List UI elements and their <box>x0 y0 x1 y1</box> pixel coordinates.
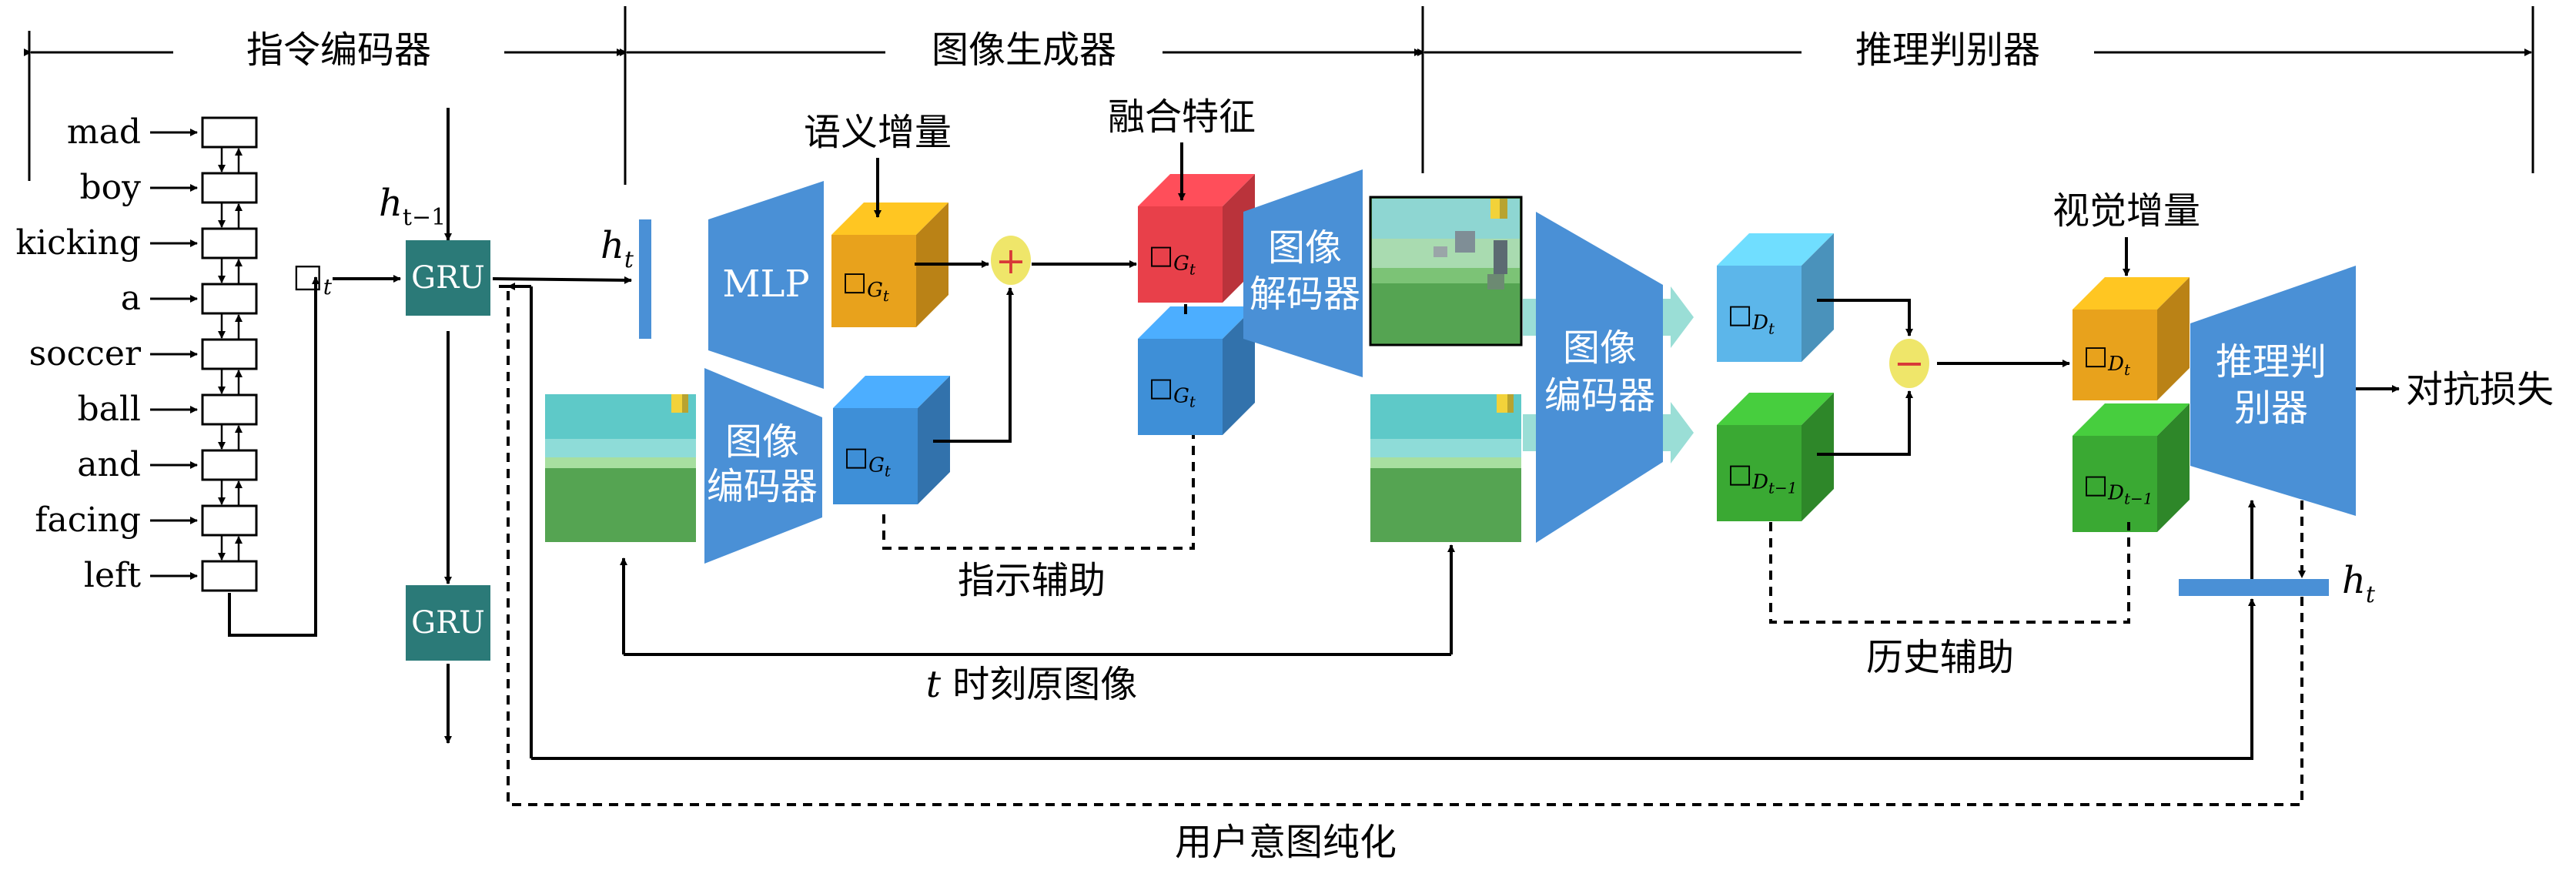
gen-ht-label: ht <box>601 224 634 273</box>
word-token: soccer <box>29 334 142 373</box>
semantic-increment-label: 语义增量 <box>804 111 952 154</box>
cube-disc-dtprev: □Dt−1 <box>1717 393 1834 521</box>
solid-feedback-line <box>531 598 2256 760</box>
reasoner-l2: 别器 <box>2234 387 2308 430</box>
minus-operator <box>1889 339 1929 388</box>
word-token: left <box>84 556 141 595</box>
disc-ht-vector <box>2179 579 2329 596</box>
fusion-feature-label: 融合特征 <box>1108 95 1256 139</box>
section-title-encoder: 指令编码器 <box>246 28 431 72</box>
cube-fusion-below-label: □Gt <box>1149 373 1196 411</box>
word-token: a <box>121 279 141 318</box>
gen-image-encoder-l2: 编码器 <box>707 465 818 508</box>
cube-visual-increment-label: □Dt <box>2083 340 2131 379</box>
gen-input-image <box>545 394 696 542</box>
rnn-cell <box>201 172 258 204</box>
cube-fusion-below: □Gt <box>1138 306 1255 435</box>
word-token: facing <box>35 500 141 540</box>
plus-symbol: + <box>995 239 1026 283</box>
adversarial-loss-label: 对抗损失 <box>2406 368 2554 411</box>
discriminator-connectors <box>1817 237 2400 583</box>
disc-image-encoder <box>1536 212 1663 543</box>
cube-visual-below: □Dt−1 <box>2073 403 2190 532</box>
word-token: and <box>77 445 141 484</box>
dtprev-to-minus <box>1817 390 1913 456</box>
rnn-cell <box>201 504 258 537</box>
generated-image <box>1369 196 1523 346</box>
word-token: ball <box>77 390 141 429</box>
rnn-cell <box>201 116 258 149</box>
disc-image-encoder-l2: 编码器 <box>1544 374 1655 417</box>
word-list: mad boy kicking a soccer ball and facing left <box>15 112 258 595</box>
instruction-aid-label: 指示辅助 <box>958 559 1106 602</box>
plus-operator <box>991 236 1031 285</box>
gru-block-top <box>406 240 490 316</box>
user-intent-label: 用户意图纯化 <box>1175 821 1397 864</box>
mlp-label: MLP <box>722 263 809 306</box>
gru-top-label: GRU <box>411 260 485 296</box>
cube-visual-below-label: □Dt−1 <box>2083 470 2153 508</box>
cube-disc-dt: □Dt <box>1717 233 1834 362</box>
disc-ht-label: ht <box>2342 559 2376 608</box>
gen-image-encoder <box>704 368 822 564</box>
word-token: mad <box>67 112 141 152</box>
rnn-cell <box>201 560 258 592</box>
gru-block-bottom <box>406 585 490 661</box>
word-token: boy <box>79 168 141 207</box>
instruction-aid-line <box>882 435 1195 550</box>
rnn-cell <box>201 393 258 426</box>
cube-gen-encoder: □Gt <box>833 376 950 504</box>
cube-visual-increment: □Dt <box>2073 277 2190 400</box>
cube-group: □Gt □Gt □Gt □Gt □Dt □Dt−1 □Dt □Dt−1 <box>831 174 2190 532</box>
history-aid-line <box>1769 522 2130 624</box>
cube-gen-encoder-label: □Gt <box>844 442 892 480</box>
rnn-cell <box>201 283 258 315</box>
section-title-generator: 图像生成器 <box>932 28 1116 72</box>
section-title-discriminator: 推理判别器 <box>1855 28 2040 72</box>
gru-to-ht-arrow <box>492 276 632 284</box>
minus-symbol: − <box>1894 342 1925 385</box>
mlp-block <box>708 181 824 389</box>
token-symbol: □t <box>293 256 333 300</box>
rnn-cell <box>201 338 258 370</box>
original-image-label: t 时刻原图像 <box>926 663 1138 706</box>
dt-to-minus <box>1817 299 1913 336</box>
gen-image-encoder-l1: 图像 <box>725 420 799 464</box>
user-intent-line <box>507 286 2303 806</box>
enc-cube-to-plus <box>933 287 1014 443</box>
gen-ht-vector <box>639 219 651 339</box>
visual-increment-label: 视觉增量 <box>2052 189 2200 233</box>
image-decoder <box>1243 169 1363 377</box>
word-token: kicking <box>15 223 141 263</box>
rnn-cell <box>201 227 258 259</box>
bottom-connectors <box>507 283 2256 760</box>
cube-disc-dtprev-label: □Dt−1 <box>1728 459 1798 497</box>
cube-fusion-label: □Gt <box>1149 240 1196 279</box>
dashed-bottom-connectors <box>494 285 2303 806</box>
history-aid-label: 历史辅助 <box>1866 636 2014 679</box>
encoder-connectors <box>228 108 632 744</box>
cube-fusion: □Gt <box>1138 174 1255 303</box>
rnn-output-arrow <box>228 276 319 637</box>
section-header <box>24 6 2534 185</box>
reasoner-l1: 推理判 <box>2216 340 2327 383</box>
disc-image-encoder-l1: 图像 <box>1563 326 1637 370</box>
cube-gen-mlp-label: □Gt <box>842 266 890 305</box>
reasoning-discriminator <box>2190 266 2356 516</box>
rnn-cell <box>201 449 258 481</box>
cube-disc-dt-label: □Dt <box>1728 300 1775 338</box>
image-decoder-l1: 图像 <box>1268 226 1342 269</box>
h-prev-label: ht−1 <box>379 182 446 231</box>
gru-bottom-label: GRU <box>411 605 485 641</box>
original-image <box>1370 394 1521 542</box>
image-decoder-l2: 解码器 <box>1250 273 1360 316</box>
generator-connectors <box>915 260 1187 443</box>
